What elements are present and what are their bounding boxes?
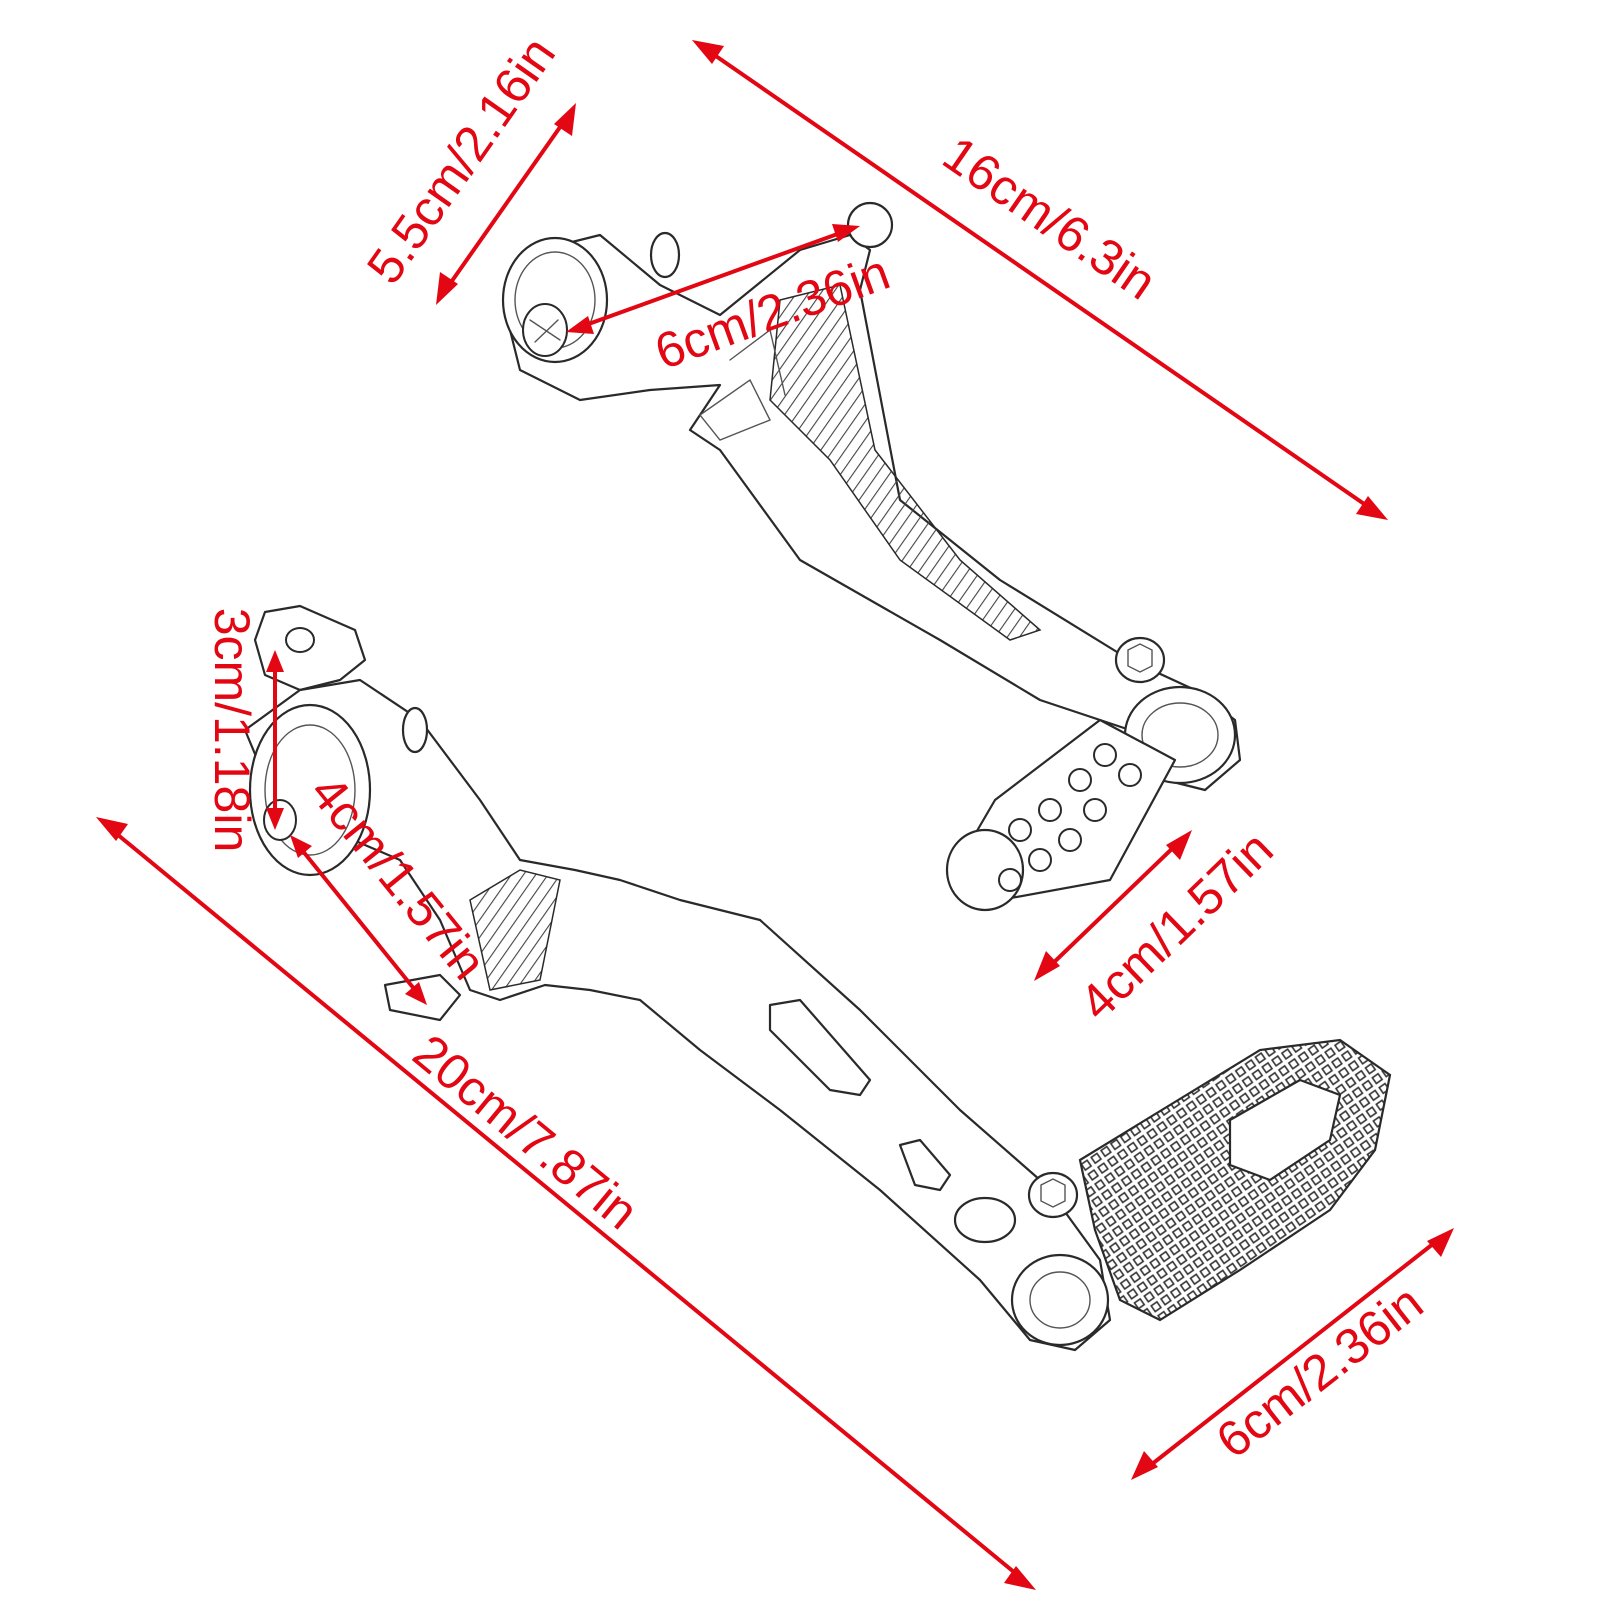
brake-lever [243, 604, 1392, 1352]
dim-line-brake-mount [266, 650, 284, 830]
dim-line-shift-pivot-span [566, 224, 860, 334]
dim-line-shift-total [692, 40, 1388, 520]
dim-line-brake-pedal [1131, 1228, 1454, 1480]
shift-lever-rib [769, 284, 1042, 641]
brake-pedal-pad [1078, 1038, 1392, 1322]
brake-hex-bolt [1027, 1171, 1079, 1219]
brake-end-pivot [1010, 1253, 1110, 1347]
shift-lever [501, 201, 1242, 912]
label-brake-mount: 3cm/1.18in [204, 608, 260, 853]
dimension-lines [96, 40, 1454, 1590]
label-shift-total: 16cm/6.3in [933, 126, 1166, 311]
brake-pedal-window [1228, 1078, 1342, 1182]
label-brake-pedal: 6cm/2.36in [1206, 1274, 1433, 1469]
dim-line-brake-tab [290, 835, 427, 1005]
brake-pin [401, 706, 429, 754]
shift-ball-end [846, 201, 894, 249]
brake-slot-2 [898, 1138, 952, 1192]
brake-tab-rib [469, 869, 561, 991]
brake-lever-arm [243, 678, 1112, 1352]
shift-peg [945, 718, 1177, 912]
shift-pin [649, 231, 681, 279]
label-brake-total: 20cm/7.87in [403, 1024, 649, 1240]
dim-line-shift-peg [1034, 830, 1192, 981]
dim-line-brake-total [96, 817, 1036, 1590]
brake-slot-3 [953, 1196, 1017, 1244]
dim-line-shift-height [436, 103, 576, 305]
shift-hex-bolt [1114, 636, 1166, 684]
brake-slot-1 [768, 998, 872, 1097]
brake-pivot-bolt [263, 799, 297, 841]
